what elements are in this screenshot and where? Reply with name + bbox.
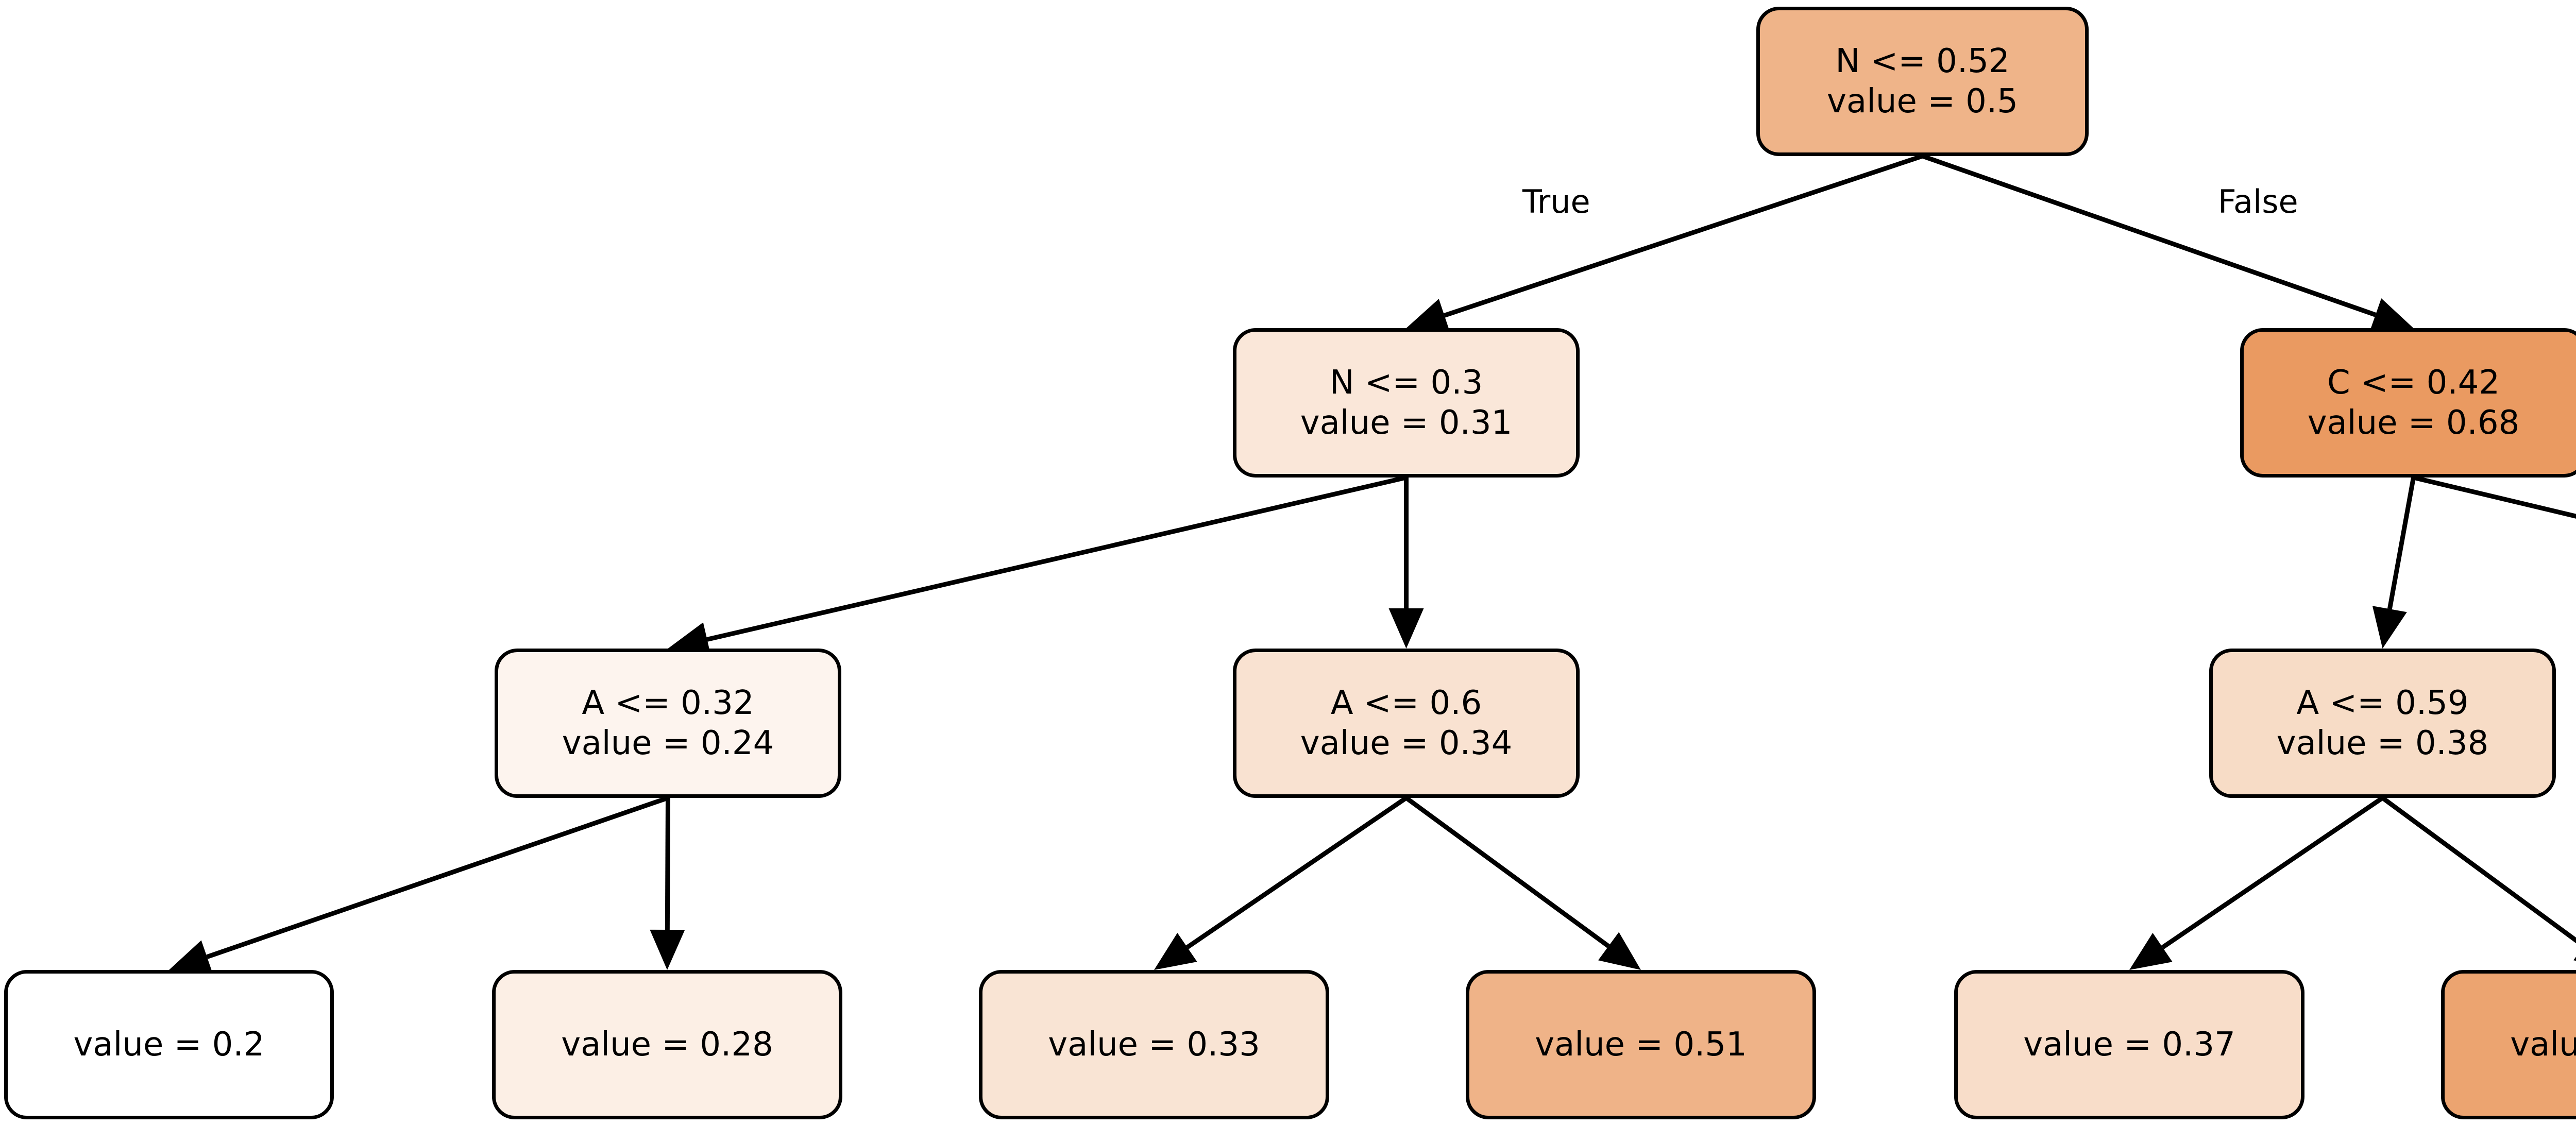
tree-edge — [1406, 154, 1923, 332]
edge-arrowhead — [1406, 299, 1450, 332]
node-value: value = 0.51 — [1535, 1025, 1747, 1064]
tree-edge — [2372, 477, 2416, 649]
node-value: value = 0.31 — [1300, 404, 1513, 442]
tree-leaf-node[interactable]: value = 0.51 — [1466, 970, 1816, 1119]
node-value: value = 0.33 — [1048, 1025, 1260, 1064]
tree-edge — [2129, 796, 2384, 970]
tree-leaf-node[interactable]: value = 0.2 — [4, 970, 334, 1119]
node-value: value = 0.62 — [2510, 1025, 2576, 1064]
node-condition: N <= 0.3 — [1329, 363, 1483, 402]
tree-edge — [650, 797, 685, 970]
edge-label-false: False — [2218, 183, 2298, 220]
edge-arrowhead — [2573, 957, 2576, 961]
node-value: value = 0.37 — [2023, 1025, 2235, 1064]
edge-arrowhead — [1154, 932, 1197, 970]
edge-arrowhead — [1388, 608, 1424, 649]
node-value: value = 0.24 — [562, 724, 774, 762]
tree-leaf-node[interactable]: value = 0.62 — [2441, 970, 2576, 1119]
node-value: value = 0.28 — [561, 1025, 773, 1064]
tree-edge — [2413, 475, 2576, 519]
edge-label-true: True — [1522, 183, 1590, 220]
node-value: value = 0.2 — [73, 1025, 265, 1064]
edge-arrowhead — [650, 929, 685, 970]
tree-edge — [1922, 154, 2414, 332]
node-condition: A <= 0.59 — [2296, 684, 2469, 722]
tree-edge — [1154, 796, 1408, 970]
node-value: value = 0.5 — [1827, 82, 2018, 121]
tree-edge — [169, 795, 669, 974]
edge-arrowhead — [1598, 932, 1641, 970]
tree-edge — [668, 475, 1407, 657]
tree-edge — [2381, 796, 2576, 961]
edge-arrowhead — [2369, 298, 2414, 332]
node-value: value = 0.38 — [2276, 724, 2489, 762]
edge-arrowhead — [2372, 606, 2407, 649]
node-value: value = 0.34 — [1300, 724, 1513, 762]
tree-edge — [1404, 796, 1641, 970]
node-condition: N <= 0.52 — [1835, 42, 2010, 80]
node-condition: A <= 0.32 — [582, 684, 754, 722]
edge-arrowhead — [169, 940, 213, 974]
tree-edge — [1388, 478, 1424, 649]
edge-arrowhead — [2129, 933, 2173, 970]
node-condition: C <= 0.42 — [2327, 363, 2500, 402]
tree-leaf-node[interactable]: value = 0.33 — [979, 970, 1329, 1119]
node-value: value = 0.68 — [2307, 404, 2520, 442]
node-condition: A <= 0.6 — [1330, 684, 1482, 722]
tree-leaf-node[interactable]: value = 0.37 — [1954, 970, 2304, 1119]
tree-leaf-node[interactable]: value = 0.28 — [492, 970, 842, 1119]
